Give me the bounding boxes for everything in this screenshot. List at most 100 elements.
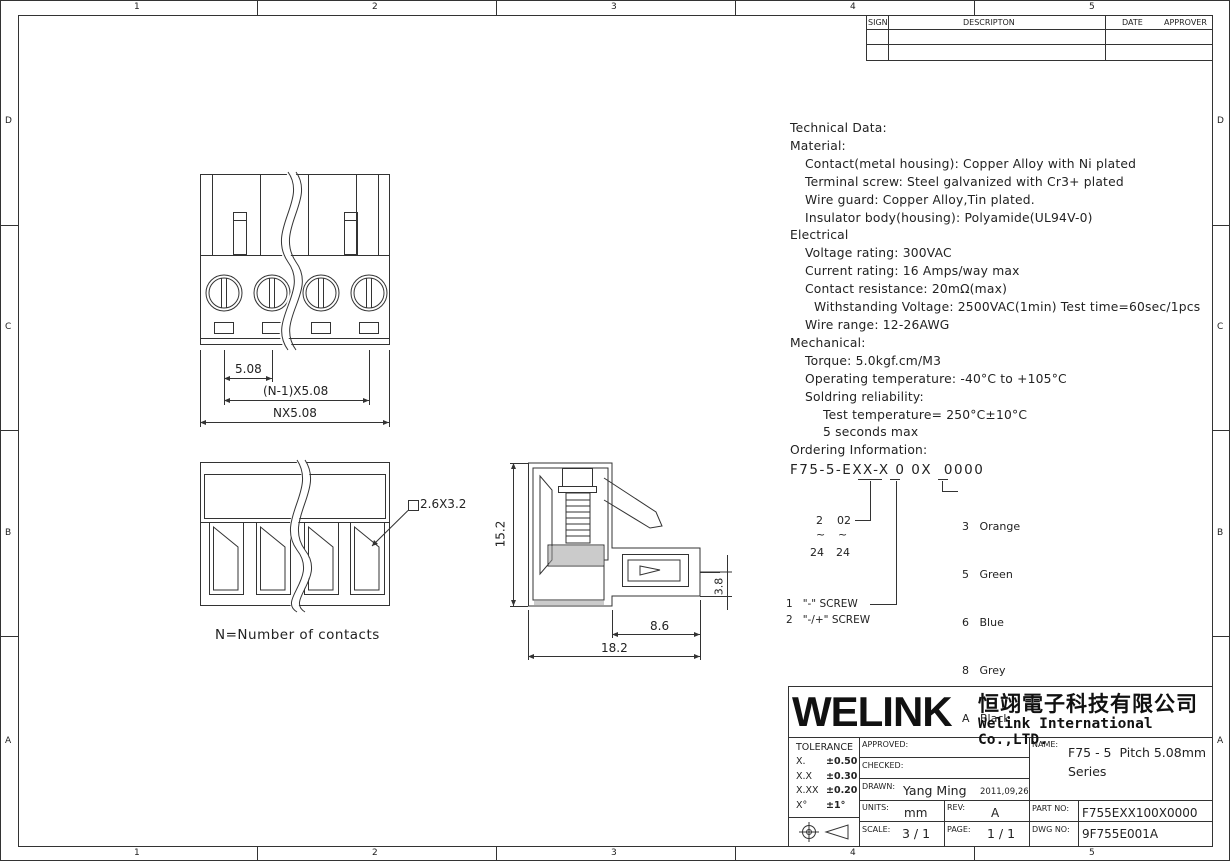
contact-spec: Contact(metal housing): Copper Alloy wit…	[805, 156, 1137, 171]
rev-value: A	[991, 806, 1000, 820]
row-label: D	[5, 116, 12, 126]
ordering-code: F75-5-EXX-X 0 0X 0000	[790, 462, 984, 478]
row-label: C	[5, 322, 12, 332]
operating-temp-spec: Operating temperature: -40°C to +105°C	[805, 371, 1067, 386]
checked-label: CHECKED:	[862, 761, 904, 770]
dim-n-pitch: NX5.08	[273, 406, 317, 420]
row-label: B	[1217, 528, 1224, 538]
range-from-b: 02	[837, 514, 851, 527]
part-no-value: F755EXX100X0000	[1082, 806, 1198, 820]
column-label: 4	[850, 2, 856, 12]
dim-hole: 2.6X3.2	[420, 497, 466, 511]
approved-label: APPROVED:	[862, 740, 909, 749]
code-x1: X	[878, 462, 890, 478]
rev-sign-header: SIGN	[868, 18, 888, 27]
rev-description-header: DESCRIPTON	[963, 18, 1015, 27]
technical-data: Technical Data: Material: Contact(metal …	[790, 120, 1220, 460]
column-label: 5	[1089, 848, 1095, 858]
rev-label: REV:	[947, 803, 966, 812]
color-option: 8 Grey	[962, 664, 1006, 677]
range-sep-b: ~	[838, 528, 848, 541]
column-label: 4	[850, 848, 856, 858]
wire-range-spec: Wire range: 12-26AWG	[805, 317, 950, 332]
dim-n1-pitch: (N-1)X5.08	[263, 384, 329, 398]
row-label: C	[1217, 322, 1224, 332]
company-name-cn: 恒翊電子科技有限公司	[978, 691, 1198, 716]
dim-pitch: 5.08	[235, 362, 262, 376]
material-heading: Material:	[790, 138, 846, 153]
voltage-spec: Voltage rating: 300VAC	[805, 246, 952, 261]
code-dash: -	[873, 462, 879, 478]
soldering-heading: Soldring reliability:	[805, 389, 924, 404]
range-from-a: 2	[816, 514, 823, 527]
terminal-screw-spec: Terminal screw: Steel galvanized with Cr…	[805, 174, 1124, 189]
withstanding-spec: Withstanding Voltage: 2500VAC(1min) Test…	[814, 300, 1201, 315]
tolerance-row: X.X±0.30	[796, 770, 858, 782]
row-label: D	[1217, 116, 1224, 126]
row-label: A	[5, 736, 12, 746]
seconds-spec: 5 seconds max	[823, 425, 919, 440]
wire-guard-spec: Wire guard: Copper Alloy,Tin plated.	[805, 192, 1035, 207]
dwg-no-label: DWG NO:	[1032, 825, 1070, 834]
company-logo: WELINK	[792, 688, 953, 735]
column-label: 2	[372, 848, 378, 858]
dim-hole-value: 2.6X3.2	[420, 497, 467, 511]
column-label: 5	[1089, 2, 1095, 12]
drawn-by: Yang Ming	[903, 783, 967, 798]
tolerance-row: X.XX±0.20	[796, 785, 858, 796]
code-zero: 0	[911, 462, 922, 478]
scale-label: SCALE:	[862, 825, 891, 834]
scale-value: 3 / 1	[902, 826, 931, 841]
test-temp-spec: Test temperature= 250°C±10°C	[823, 407, 1028, 422]
mechanical-heading: Mechanical:	[790, 335, 866, 350]
range-sep-a: ~	[816, 528, 826, 541]
company-name-en: Welink International Co.,LTD.	[978, 716, 1153, 748]
code-xx: XX	[852, 462, 874, 478]
units-label: UNITS:	[862, 803, 889, 812]
drawn-label: DRAWN:	[862, 782, 896, 791]
dim-depth-small: 3.8	[712, 577, 726, 596]
rev-approver-header: APPROVER	[1164, 18, 1207, 27]
name-label: NAME:	[1032, 740, 1059, 749]
color-list: 3 Orange 5 Green 6 Blue 8 Grey A Black	[962, 487, 1020, 743]
tolerance-row: X.±0.50	[796, 756, 858, 767]
column-label: 3	[611, 848, 617, 858]
torque-spec: Torque: 5.0kgf.cm/M3	[805, 353, 942, 368]
color-option: A Black	[962, 712, 1010, 725]
insulator-spec: Insulator body(housing): Polyamide(UL94V…	[805, 210, 1093, 225]
page-label: PAGE:	[947, 825, 971, 834]
ordering-heading: Ordering Information:	[790, 443, 928, 458]
screw-option-1: 1 "-" SCREW	[786, 598, 858, 610]
range-to-b: 24	[836, 546, 850, 559]
column-label: 3	[611, 2, 617, 12]
tolerance-heading: TOLERANCE	[796, 742, 854, 753]
electrical-heading: Electrical	[790, 228, 849, 243]
column-label: 1	[134, 2, 140, 12]
part-no-label: PART NO:	[1032, 804, 1070, 813]
dim-height: 15.2	[493, 520, 508, 548]
code-tail: 0000	[943, 462, 985, 478]
screw-option-2: 2 "-/+" SCREW	[786, 614, 871, 626]
name-line-1: F75 - 5 Pitch 5.08mm	[1068, 745, 1207, 760]
range-to-a: 24	[810, 546, 824, 559]
tolerance-table: X.±0.50 X.X±0.30 X.XX±0.20 X°±1°	[796, 755, 857, 813]
row-label: A	[1217, 736, 1224, 746]
tolerance-row: X°±1°	[796, 799, 846, 811]
contacts-note: N=Number of contacts	[215, 627, 380, 643]
column-label: 2	[372, 2, 378, 12]
row-label: B	[5, 528, 12, 538]
tech-title: Technical Data:	[790, 121, 887, 135]
code-x2: X	[921, 462, 933, 478]
units-value: mm	[904, 806, 928, 820]
color-option: 3 Orange	[962, 520, 1021, 533]
drawn-date: 2011,09,26	[980, 787, 1029, 797]
dim-length: 18.2	[601, 641, 628, 655]
page-value: 1 / 1	[987, 826, 1016, 841]
dim-offset: 8.6	[650, 619, 670, 633]
rev-date-header: DATE	[1122, 18, 1143, 27]
current-spec: Current rating: 16 Amps/way max	[805, 264, 1020, 279]
color-option: 6 Blue	[962, 616, 1004, 629]
resistance-spec: Contact resistance: 20mΩ(max)	[805, 282, 1008, 297]
color-option: 5 Green	[962, 568, 1013, 581]
